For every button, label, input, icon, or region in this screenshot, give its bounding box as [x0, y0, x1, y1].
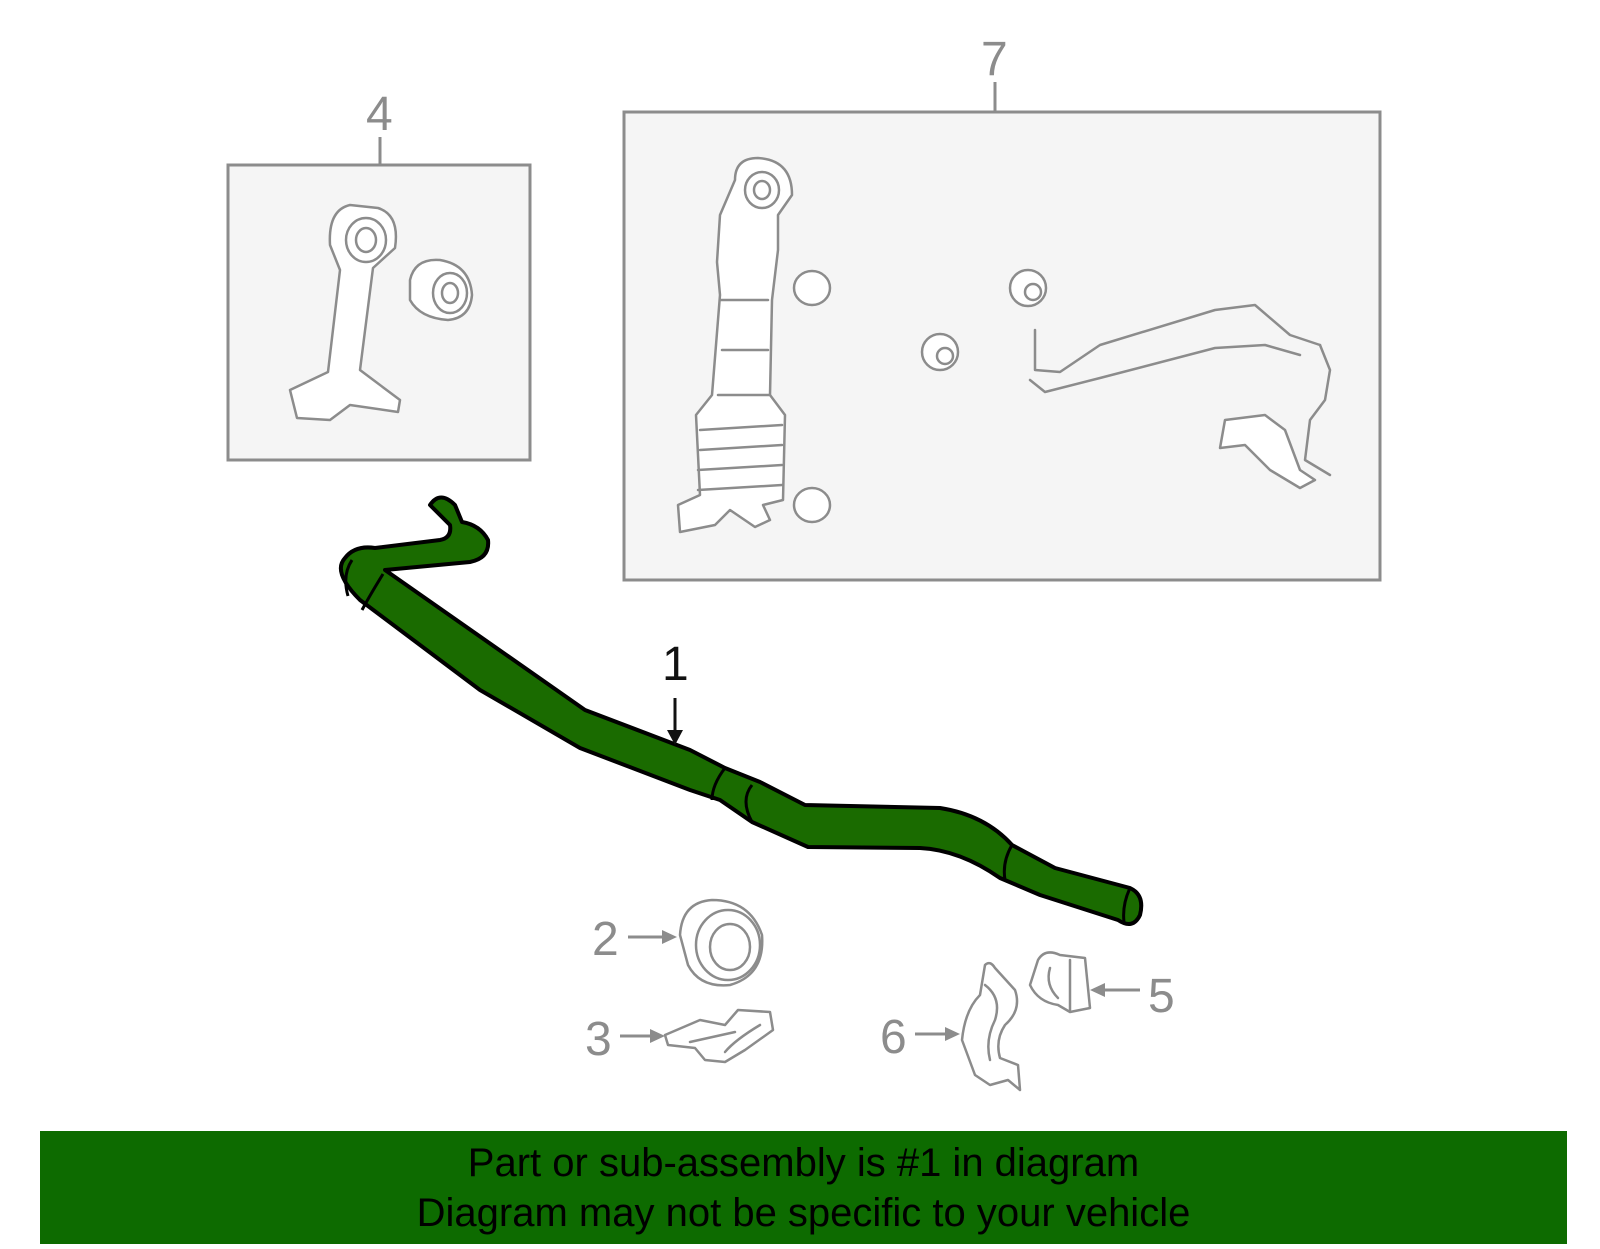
clip-5-detail: [1047, 958, 1072, 1012]
callout-2[interactable]: 2: [592, 913, 619, 966]
nut-right-hole: [1023, 282, 1043, 302]
strut-eye-inner: [752, 179, 772, 201]
callout-4[interactable]: 4: [366, 88, 393, 141]
callout-5[interactable]: 5: [1148, 970, 1175, 1023]
bracket-3-detail: [688, 1023, 762, 1054]
nut-left-hole: [935, 346, 955, 366]
callout-5-arrowhead: [1090, 983, 1105, 997]
callout-1[interactable]: 1: [662, 638, 689, 691]
hose-line-return: [1303, 343, 1332, 477]
hose-bracket: [1218, 413, 1317, 490]
hose-line-lower: [1028, 343, 1302, 394]
stabilizer-bar-seams: [344, 559, 1132, 923]
strut-drawing: [676, 156, 794, 534]
callout-6[interactable]: 6: [880, 1011, 907, 1064]
hose-line-upper: [1033, 303, 1322, 374]
callout-3[interactable]: 3: [585, 1013, 612, 1066]
stabilizer-bar-group: 1: [339, 495, 1144, 926]
part-3-group: 3: [585, 1008, 775, 1066]
small-bushing-upper: [792, 269, 832, 307]
part-6-group: 6: [880, 961, 1022, 1092]
callout-2-arrowhead: [662, 930, 677, 944]
clip-5-drawing: [1028, 951, 1092, 1014]
bushing-2-bore: [708, 922, 752, 972]
stabilizer-link-eye-inner: [354, 226, 378, 254]
part-5-group: 5: [1028, 951, 1175, 1023]
callout-6-arrowhead: [945, 1027, 960, 1041]
subassembly-4-group: 4: [226, 88, 532, 462]
stabilizer-bar[interactable]: [339, 495, 1144, 926]
banner-line-2: Diagram may not be specific to your vehi…: [416, 1190, 1191, 1235]
callout-7[interactable]: 7: [981, 33, 1008, 86]
banner-line-1: Part or sub-assembly is #1 in diagram: [467, 1140, 1140, 1185]
small-bushing-lower: [792, 486, 832, 524]
clamp-6-detail: [983, 983, 999, 1062]
bushing-hole: [440, 281, 460, 305]
part-2-group: 2: [592, 898, 764, 987]
callout-3-arrowhead: [650, 1029, 665, 1043]
disclaimer-banner: Part or sub-assembly is #1 in diagram Di…: [40, 1131, 1567, 1244]
callout-1-arrowhead: [667, 730, 683, 745]
strut-body-lines: [716, 298, 772, 397]
subassembly-7-group: 7: [622, 33, 1382, 582]
strut-ribs: [696, 423, 784, 492]
